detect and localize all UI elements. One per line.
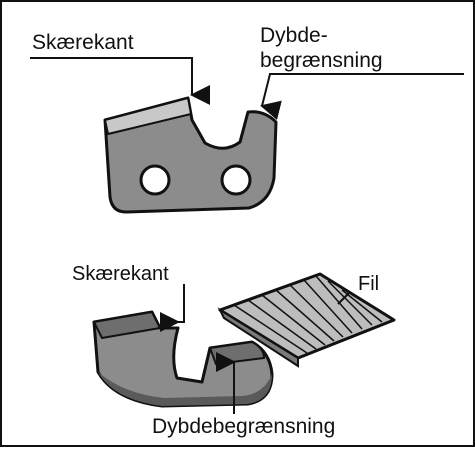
- bottom-cutting-edge-label: Skærekant: [72, 263, 169, 285]
- top-depth-gauge-label-line1: Dybde-: [260, 24, 328, 47]
- top-cutter-tooth: [103, 96, 278, 214]
- top-cutting-edge-leader: [30, 57, 210, 105]
- rivet-hole-right: [220, 164, 252, 196]
- file-label: Fil: [358, 273, 380, 295]
- bottom-tooth-side-shade: [98, 372, 272, 406]
- file-edge: [217, 307, 299, 368]
- top-depth-gauge-leader: [260, 73, 464, 121]
- top-depth-gauge-label-line2: begrænsning: [260, 49, 383, 72]
- top-cutting-edge-label: Skærekant: [32, 31, 134, 54]
- file-tool: [217, 272, 396, 368]
- bottom-cutting-edge-leader: [160, 284, 185, 332]
- rivet-hole-left: [139, 164, 171, 196]
- top-cutting-edge-chrome: [103, 96, 193, 136]
- file-leader: [337, 291, 351, 305]
- bottom-depth-gauge-label: Dybdebegrænsning: [152, 415, 336, 438]
- file-teeth: [233, 275, 383, 354]
- bottom-cutter-tooth: [92, 310, 274, 408]
